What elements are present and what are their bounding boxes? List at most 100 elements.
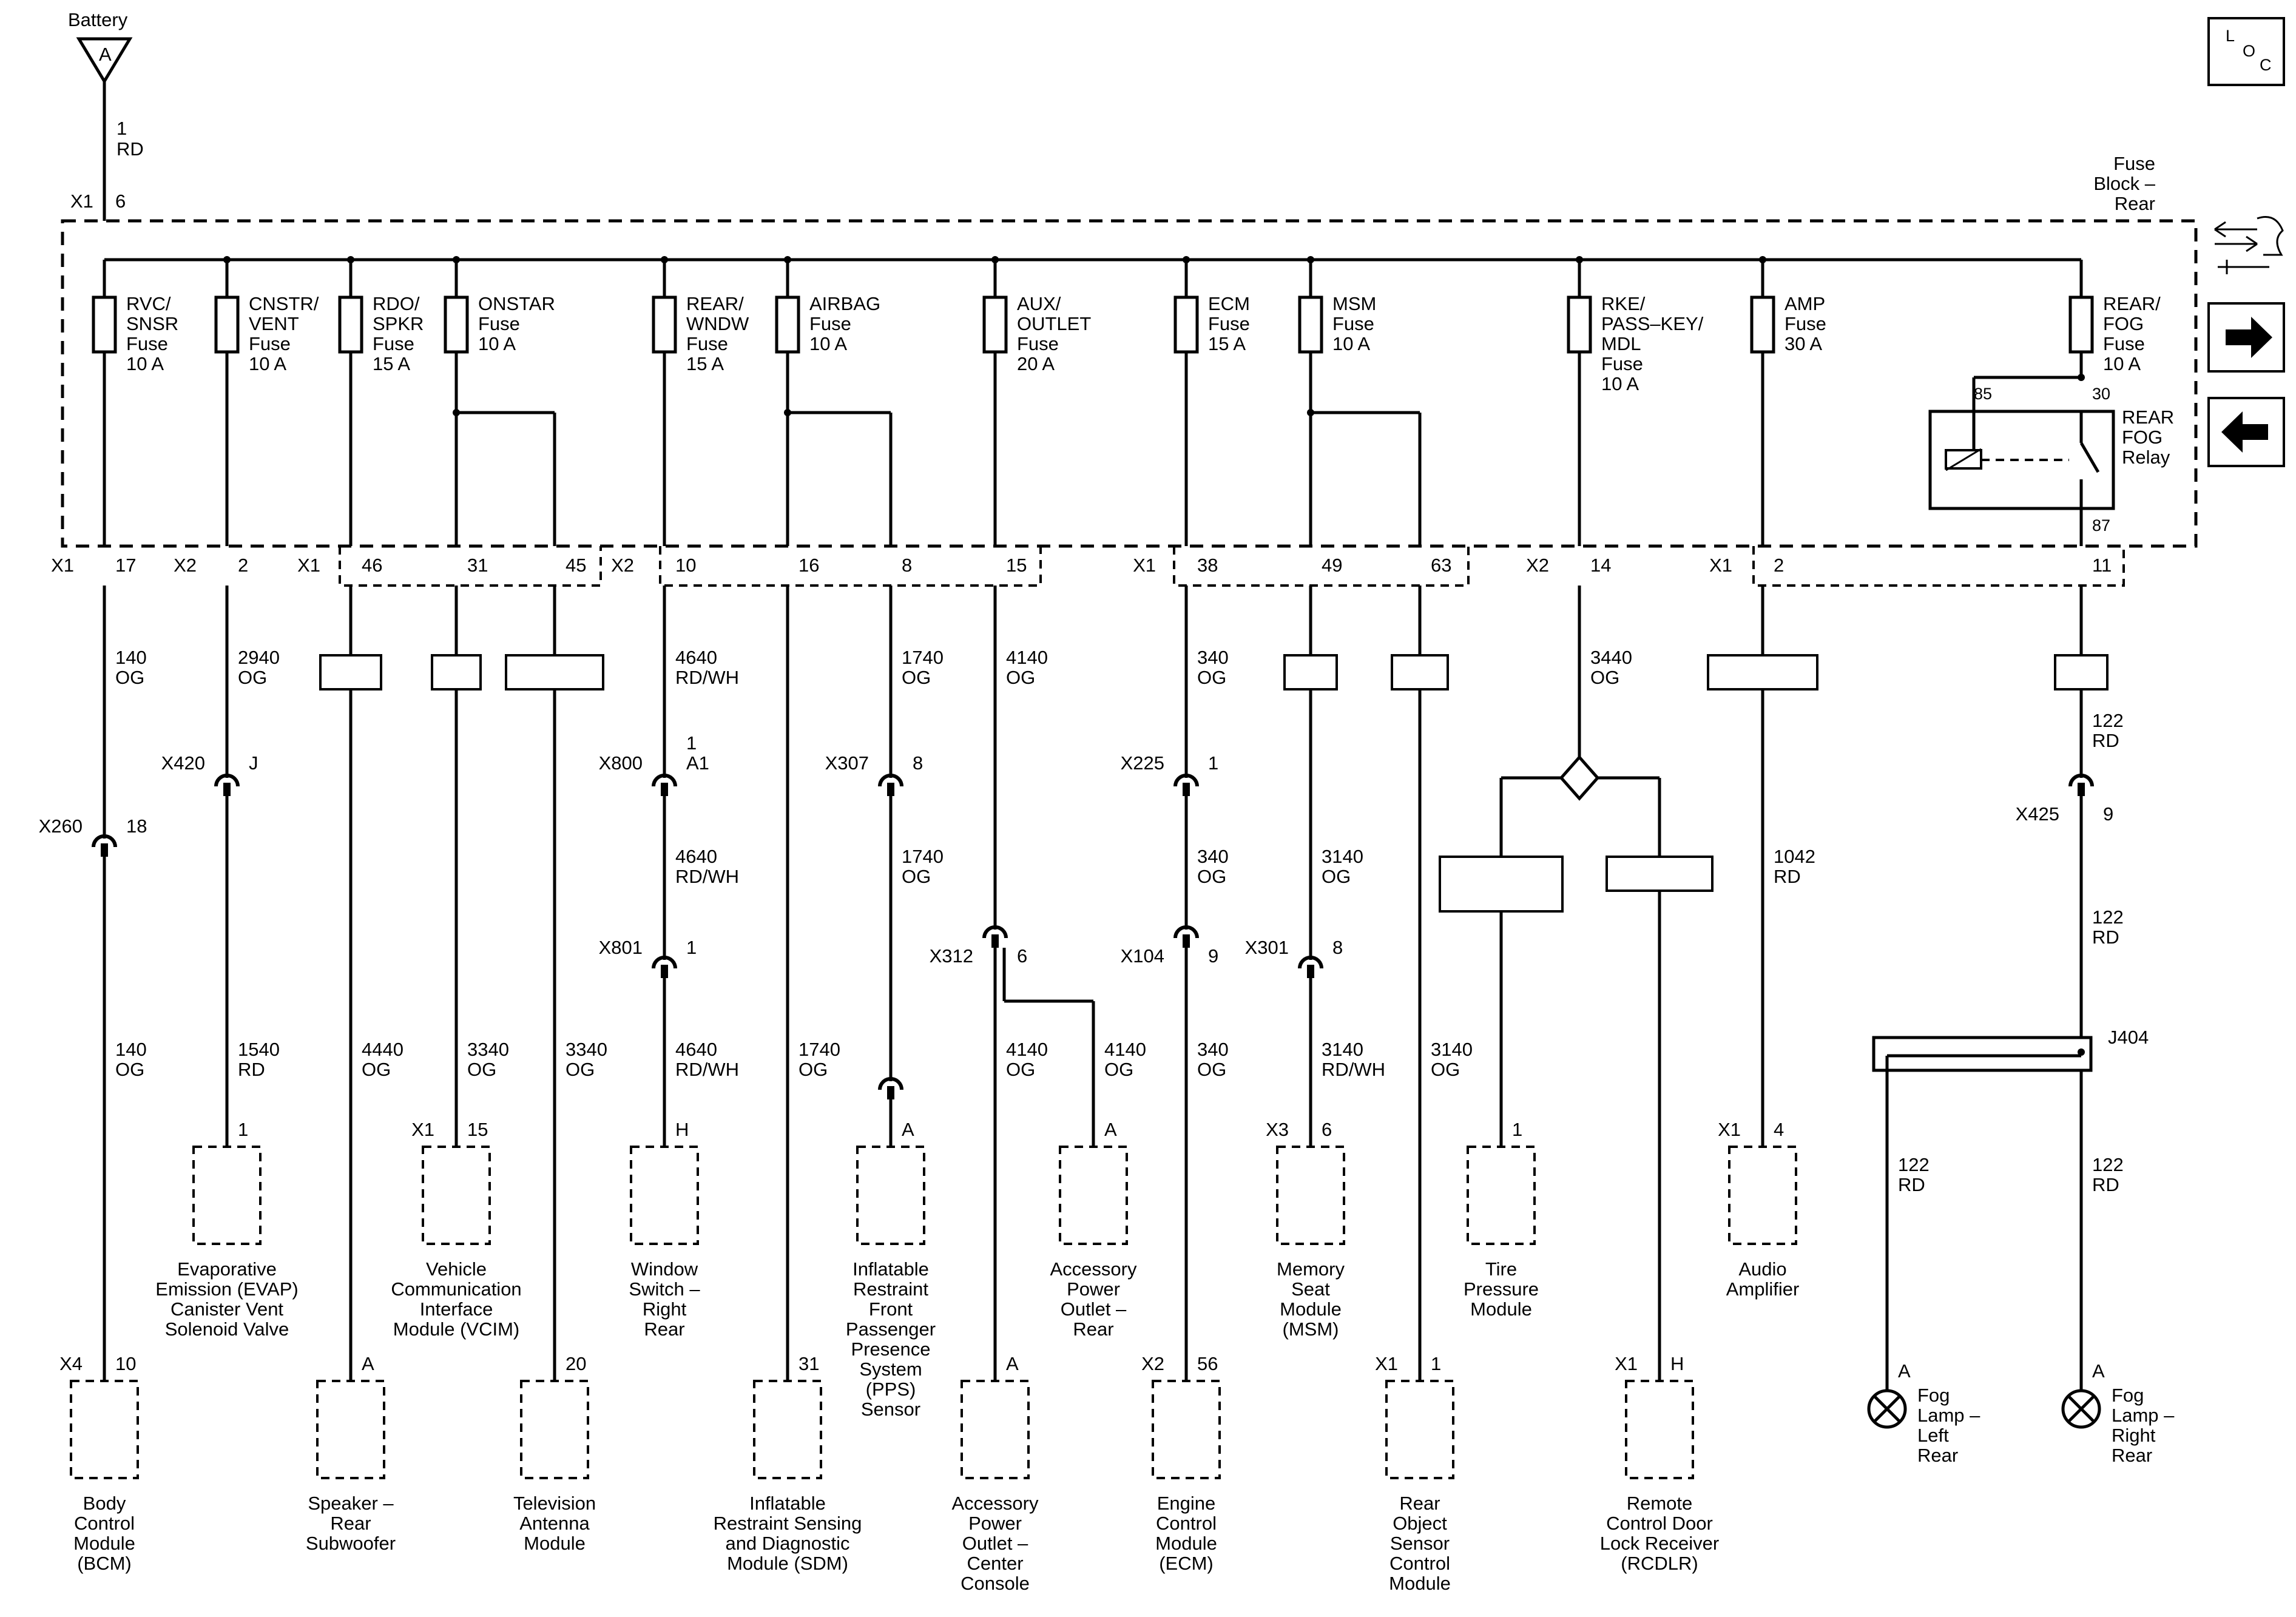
j404-label: J404 [2108,1027,2149,1048]
accessory-outlet-center-pin: A [1006,1353,1019,1374]
wire-color: RD/WH [1322,1059,1385,1080]
pps-connector [878,1077,903,1090]
sdm-box [753,1380,822,1479]
wire-color: OG [1590,667,1619,688]
fog-lamp-left-label: Left [1917,1425,1949,1446]
x800-label: X800 [599,752,643,774]
fuse-label: 10 A [809,333,847,354]
accessory-outlet-center-box [961,1380,1030,1479]
wire-circuit: 3140 [1431,1039,1473,1060]
fuse-label: 20 A [1017,353,1055,374]
output-connector: X1 [297,555,320,576]
wire-color: OG [1431,1059,1460,1080]
speaker-subwoofer-label: Speaker – [308,1493,394,1514]
battery-label: Battery [68,9,128,30]
splice-diamond-icon [1559,755,1600,801]
rcdlr-label: Lock Receiver [1600,1533,1719,1554]
tire-pressure-module-pin: 1 [1512,1119,1522,1140]
wire-color: OG [362,1059,391,1080]
fuse-label: Fuse [1017,333,1059,354]
memory-seat-module-pin: 6 [1322,1119,1332,1140]
output-connector: X1 [51,555,74,576]
rcdlr-label: (RCDLR) [1621,1553,1698,1574]
x801-pin: 1 [686,937,697,958]
output-pin: 63 [1431,555,1451,576]
pps-sensor-label: System [859,1359,922,1380]
rcdlr-label: Control Door [1606,1513,1713,1534]
x104-label: X104 [1121,945,1164,967]
x225-connector [1173,774,1199,787]
wire-color: OG [1197,667,1226,688]
sdm-label: Restraint Sensing [714,1513,862,1534]
option-box-u2x-u2y [505,654,604,690]
relay-label-1: REAR [2122,407,2174,428]
rcdlr-label: Remote [1627,1493,1693,1514]
fuse-label: Fuse [126,333,168,354]
fuse-icon [2068,295,2094,354]
audio-amplifier-label: Amplifier [1726,1278,1800,1300]
window-switch-label: Switch – [629,1278,700,1300]
evap-solenoid-label: Emission (EVAP) [155,1278,298,1300]
previous-page-arrow-icon[interactable] [2207,397,2285,467]
fuse-icon [338,295,363,354]
wire-color: OG [115,667,144,688]
loc-o: O [2243,42,2255,60]
x425-pin: 9 [2103,803,2113,825]
rear-object-sensor-module-label: Sensor [1390,1533,1450,1554]
fuse-block-title-2: Block – [2093,173,2155,194]
accessory-outlet-center-label: Power [968,1513,1022,1534]
option-box-ue1 [431,654,482,690]
wire-circuit: 340 [1197,1039,1229,1060]
memory-seat-module-box [1276,1146,1345,1245]
option-box-ud7 [1391,654,1449,690]
source-color: RD [116,138,144,160]
x801-label: X801 [599,937,643,958]
fuse-label: Fuse [373,333,414,354]
wire-circuit: 1540 [238,1039,280,1060]
window-switch-pin: H [675,1119,689,1140]
wire-color: RD/WH [675,1059,739,1080]
fuse-icon [1750,295,1775,354]
audio-amplifier-label: Audio [1738,1258,1786,1280]
window-switch-box [630,1146,699,1245]
relay-pin-85: 85 [1974,385,1992,403]
x800-pin-1: 1 [686,732,697,754]
tv-antenna-module-label: Television [513,1493,596,1514]
x104-pin: 9 [1208,945,1218,967]
wire-color: OG [566,1059,595,1080]
x307-connector [878,774,903,787]
loc-c: C [2260,56,2272,74]
x312-label: X312 [930,945,973,967]
window-switch-label: Rear [644,1318,684,1340]
fuse-label: Fuse [1332,313,1374,334]
x225-pin: 1 [1208,752,1218,774]
relay-label-3: Relay [2122,447,2170,468]
rear-object-sensor-module-connector: X1 [1375,1353,1398,1374]
pps-sensor-label: Front [869,1298,913,1320]
option-box-uqs [319,654,382,690]
audio-amplifier-box [1728,1146,1797,1245]
vcim-label: Module (VCIM) [393,1318,519,1340]
internal-branches [453,409,1422,546]
accessory-outlet-rear-label: Outlet – [1061,1298,1127,1320]
rcdlr-connector: X1 [1615,1353,1638,1374]
tv-antenna-module-box [520,1380,589,1479]
fuse-label: Fuse [1601,353,1643,374]
x301-connector [1298,956,1323,969]
wiring-harness-icon[interactable] [2214,216,2284,275]
rear-object-sensor-module-label: Object [1393,1513,1447,1534]
tv-antenna-module-pin: 20 [566,1353,586,1374]
fuse-icon [444,295,469,354]
next-page-arrow-icon[interactable] [2207,302,2285,373]
location-icon[interactable]: L O C [2207,17,2285,86]
fuse-label: Fuse [2103,333,2145,354]
fuse-label: AUX/ [1017,293,1061,314]
pps-sensor-label: Passenger [846,1318,936,1340]
wire-color: OG [902,866,931,887]
wire-color: OG [115,1059,144,1080]
x801-connector [652,956,677,969]
rear-object-sensor-module-label: Module [1389,1573,1451,1594]
bcm-label: Module [73,1533,135,1554]
memory-seat-module-label: Module [1280,1298,1342,1320]
